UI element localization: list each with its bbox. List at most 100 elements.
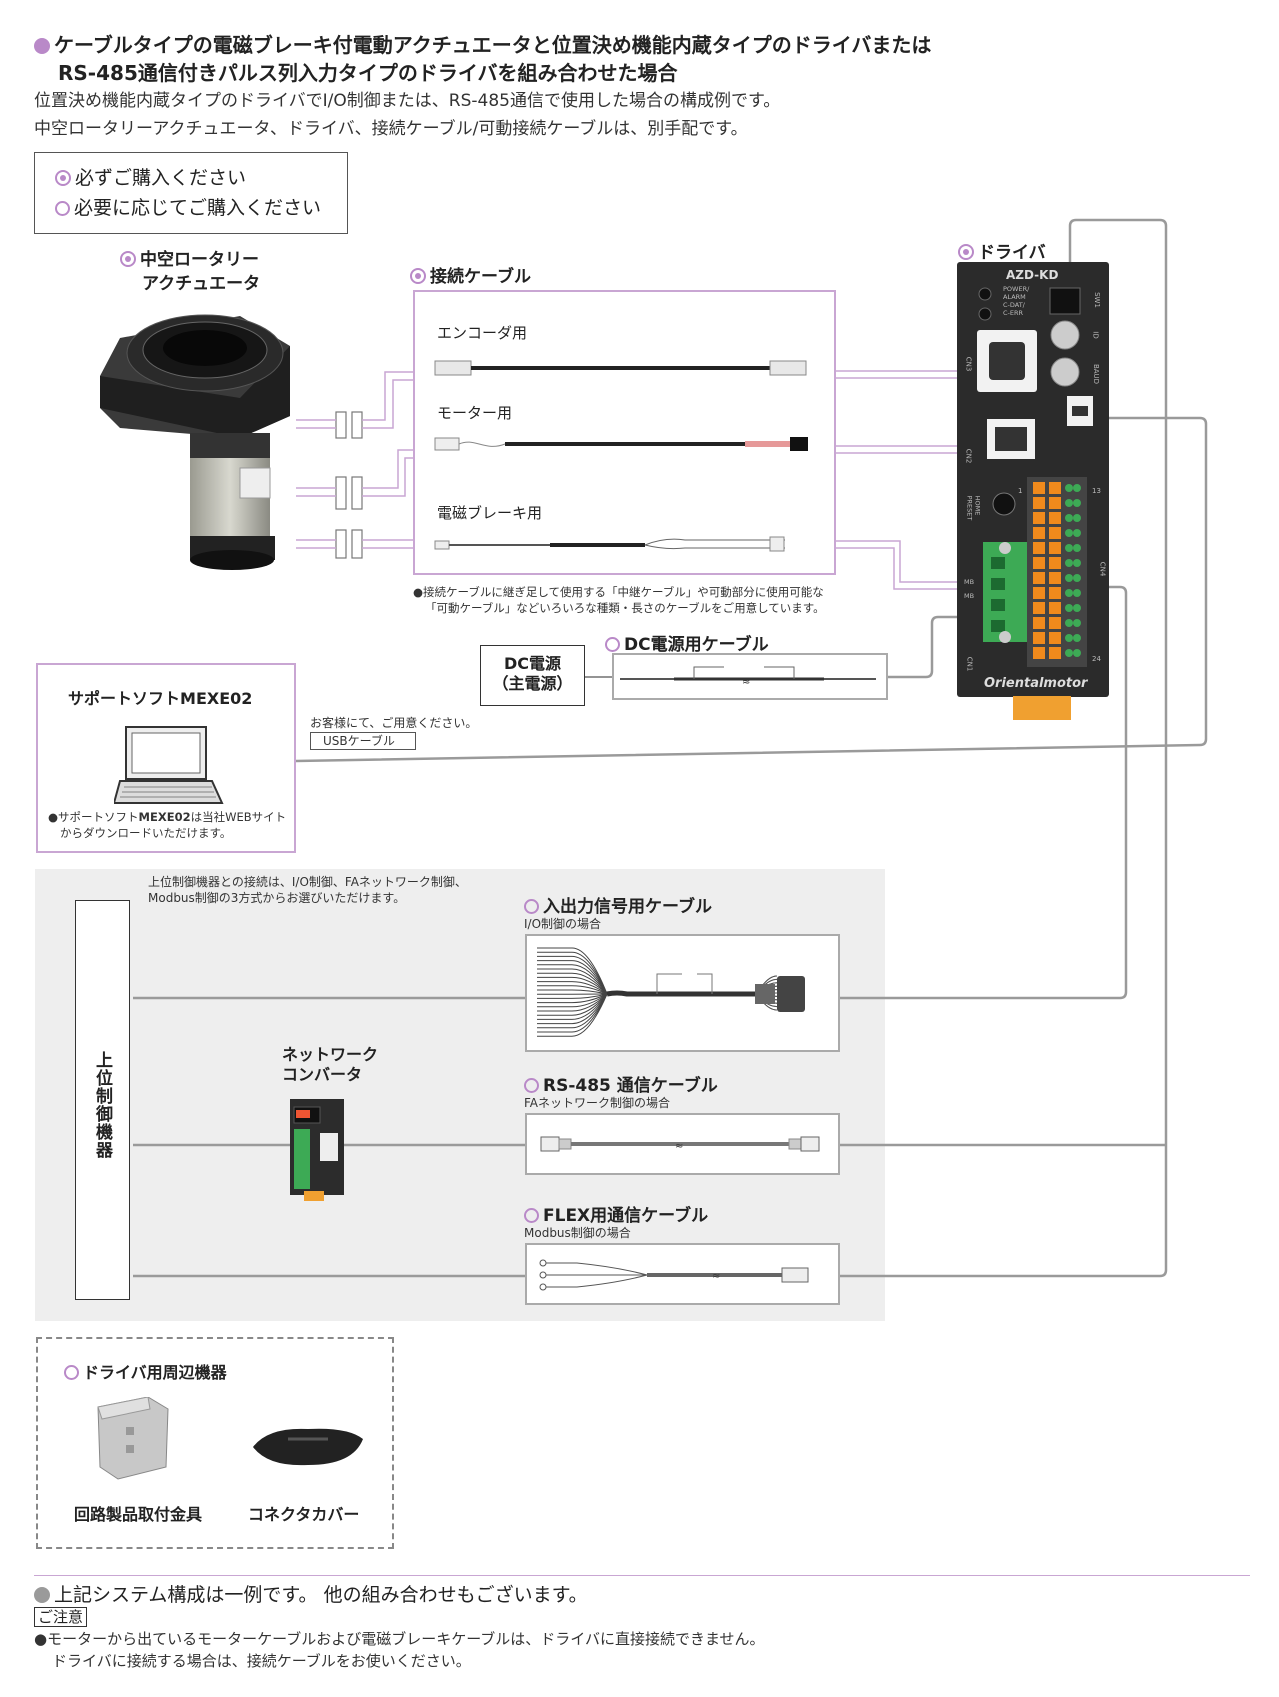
optional-icon	[524, 899, 539, 914]
io-wire	[537, 968, 608, 995]
encoder-cable-image	[434, 360, 807, 376]
terminal-screw	[1065, 619, 1073, 627]
io-wire	[537, 976, 608, 995]
usb-note: お客様にて、ご用意ください。	[310, 716, 478, 730]
terminal-orange	[1049, 527, 1061, 539]
terminal-orange	[1049, 617, 1061, 629]
cables-box: エンコーダ用 モーター用 電磁ブレーキ用	[413, 290, 836, 575]
description-line2: 中空ロータリーアクチュエータ、ドライバ、接続ケーブル/可動接続ケーブルは、別手配…	[34, 119, 748, 139]
software-box: サポートソフトMEXE02 ●サポートソフトMEXE02は当社WEBサイト から…	[36, 663, 296, 853]
dc-cable-image: ≈	[620, 666, 876, 688]
network-converter-image	[290, 1099, 344, 1201]
io-wire	[537, 993, 608, 1012]
io-wire	[537, 993, 608, 1016]
peripherals-box: ドライバ用周辺機器 回路製品取付金具 コネクタカバー	[36, 1337, 394, 1549]
software-note: ●サポートソフトMEXE02は当社WEBサイト からダウンロードいただけます。	[48, 810, 287, 840]
gray-wiring	[133, 218, 1208, 1278]
terminal-orange	[1033, 497, 1045, 509]
page-title-line2: RS-485通信付きパルス列入力タイプのドライバを組み合わせた場合	[58, 61, 678, 85]
svg-text:≈: ≈	[712, 1271, 720, 1282]
terminal-screw	[1073, 619, 1081, 627]
io-wire	[537, 993, 608, 999]
usb-cable-label: USBケーブル	[310, 732, 416, 750]
driver-led-labels: POWER/ ALARM C-DAT/ C-ERR	[1003, 285, 1030, 317]
host-intro: 上位制御機器との接続は、I/O制御、FAネットワーク制御、 Modbus制御の3…	[148, 875, 467, 905]
laptop-icon	[114, 726, 224, 804]
terminal-screw	[1073, 529, 1081, 537]
terminal-screw	[1073, 499, 1081, 507]
io-wire	[537, 993, 608, 1033]
terminal-orange	[1033, 572, 1045, 584]
driver-sw1-label: SW1	[1092, 292, 1101, 308]
terminal-orange	[1033, 542, 1045, 554]
io-cable-title: 入出力信号用ケーブル	[524, 892, 712, 917]
terminal-orange	[1049, 497, 1061, 509]
terminal-screw	[1065, 634, 1073, 642]
terminal-screw	[1073, 649, 1081, 657]
terminal-orange	[1033, 647, 1045, 659]
caution-label: ご注意	[34, 1607, 88, 1627]
host-controller-label: 上位制御機器	[92, 1051, 112, 1159]
terminal-orange	[1049, 587, 1061, 599]
optional-icon	[524, 1208, 539, 1223]
legend-box: 必ずご購入ください 必要に応じてご購入ください	[34, 152, 348, 234]
cables-note: ●接続ケーブルに継ぎ足して使用する「中継ケーブル」や可動部分に使用可能な 「可動…	[413, 585, 825, 615]
peripherals-title: ドライバ用周辺機器	[64, 1359, 227, 1383]
terminal-orange	[1049, 542, 1061, 554]
optional-icon	[605, 637, 620, 652]
terminal-orange	[1033, 557, 1045, 569]
terminal-screw	[1073, 574, 1081, 582]
converter-label: ネットワーク コンバータ	[282, 1045, 379, 1084]
connector-cover-label: コネクタカバー	[248, 1505, 360, 1524]
terminal-orange	[1049, 602, 1061, 614]
optional-icon	[55, 201, 70, 216]
driver-pin1-label: 1	[1018, 487, 1023, 495]
terminal-screw	[1073, 634, 1081, 642]
terminal-orange	[1033, 632, 1045, 644]
rs485-cable-title: RS-485 通信ケーブル	[524, 1071, 718, 1096]
driver-cn2-label: CN2	[964, 448, 973, 464]
terminal-orange	[1033, 527, 1045, 539]
terminal-screw	[1065, 544, 1073, 552]
caution-text: ●モーターから出ているモーターケーブルおよび電磁ブレーキケーブルは、ドライバに直…	[34, 1630, 765, 1670]
footer-divider	[34, 1575, 1250, 1576]
description-line1: 位置決め機能内蔵タイプのドライバでI/O制御または、RS-485通信で使用した場…	[34, 91, 781, 111]
software-title: サポートソフトMEXE02	[68, 689, 253, 708]
terminal-orange	[1049, 572, 1061, 584]
driver-cn3-label: CN3	[964, 356, 973, 372]
flex-cable-sub: Modbus制御の場合	[524, 1226, 631, 1240]
terminal-orange	[1049, 632, 1061, 644]
io-wire	[537, 989, 608, 995]
terminal-screw	[1065, 574, 1073, 582]
terminal-screw	[1073, 559, 1081, 567]
motor-cable-image	[434, 437, 808, 451]
terminal-screw	[1073, 589, 1081, 597]
terminal-screw	[1073, 484, 1081, 492]
terminal-orange	[1033, 482, 1045, 494]
flex-cable-box: ≈	[525, 1243, 840, 1305]
io-wire	[537, 993, 608, 1037]
io-cable-box	[525, 934, 840, 1052]
terminal-orange	[1033, 617, 1045, 629]
dc-cable-title: DC電源用ケーブル	[605, 630, 769, 655]
terminal-orange	[1049, 482, 1061, 494]
driver-pin24-label: 24	[1092, 655, 1101, 663]
driver-image	[957, 262, 1109, 720]
system-note: 上記システム構成は一例です。 他の組み合わせもございます。	[34, 1580, 588, 1607]
flex-cable-image: ≈	[539, 1259, 809, 1291]
page-title: ケーブルタイプの電磁ブレーキ付電動アクチュエータと位置決め機能内蔵タイプのドライ…	[34, 30, 1254, 60]
terminal-screw	[1065, 589, 1073, 597]
encoder-cable-label: エンコーダ用	[437, 324, 528, 342]
terminal-screw	[1073, 514, 1081, 522]
terminal-screw	[1065, 604, 1073, 612]
terminal-screw	[1065, 499, 1073, 507]
actuator-connectors	[335, 411, 363, 559]
terminal-screw	[1073, 604, 1081, 612]
actuator-cable-lines	[296, 370, 990, 590]
cables-title: 接続ケーブル	[410, 262, 531, 287]
connector-cover-image	[253, 1428, 363, 1466]
dc-cable-box: ≈	[612, 653, 888, 700]
io-cable-image	[537, 947, 805, 1037]
bullet-icon	[34, 38, 50, 54]
